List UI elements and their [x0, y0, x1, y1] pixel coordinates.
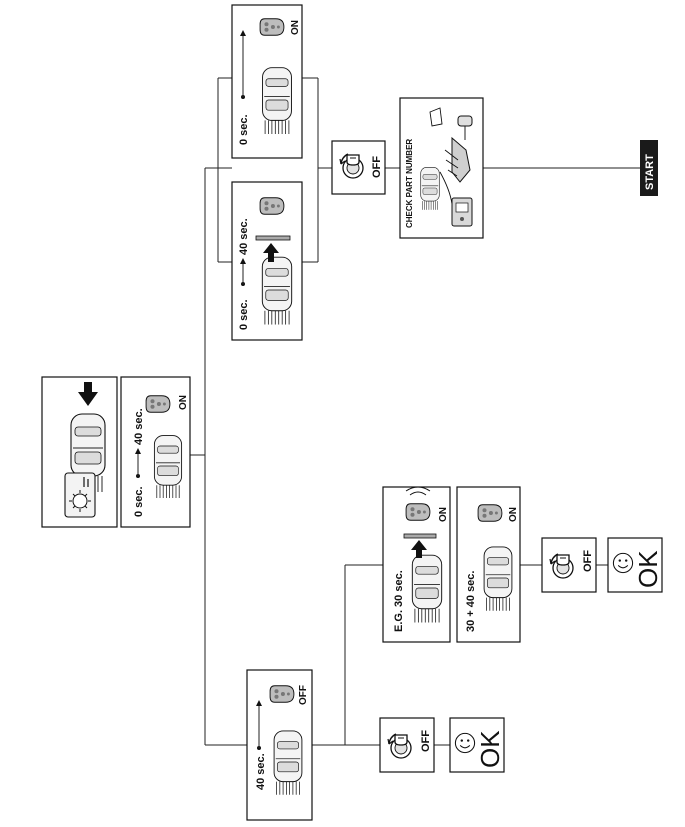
start-label: START	[644, 154, 656, 190]
start-drive-panel	[41, 376, 118, 528]
ok-label: OK	[633, 550, 663, 588]
off-label: OFF	[420, 730, 432, 752]
zero-sec-label: 0 sec.	[133, 486, 145, 517]
off-label: OFF	[582, 550, 594, 572]
direction-arrow-icon	[78, 382, 98, 406]
key-fob-icon	[405, 503, 431, 521]
on-label: ON	[438, 507, 449, 522]
top-on-panel: 0 sec. ON	[231, 4, 303, 159]
direction-arrow-icon	[263, 243, 279, 262]
hand-icon	[444, 136, 471, 183]
key-icon	[457, 115, 473, 140]
zero-sec-label: 0 sec.	[238, 299, 250, 330]
key-fob-icon	[269, 685, 295, 703]
ignition-off-panel-upper: OFF	[331, 140, 386, 195]
forty-sec-label: 40 sec.	[133, 408, 145, 445]
barrier-timer-panel: 0 sec. 40 sec.	[231, 181, 303, 341]
smiley-icon	[454, 732, 476, 754]
key-fob-icon	[259, 197, 285, 215]
ok-panel-middle: OK	[607, 537, 663, 593]
off-label: OFF	[371, 156, 383, 178]
zero-sec-label: 0 sec.	[238, 114, 250, 145]
barrier-icon	[403, 533, 437, 539]
extended-timer-panel: 30 + 40 sec. ON	[456, 486, 521, 643]
signal-waves-icon	[405, 486, 431, 496]
timeout-off-panel: 40 sec. OFF	[246, 669, 313, 821]
forty-sec-label: 40 sec.	[238, 218, 250, 255]
on-label: ON	[178, 395, 189, 410]
ignition-off-panel-bottom: OFF	[379, 717, 435, 773]
start-badge: START	[640, 140, 658, 196]
key-fob-icon	[145, 395, 171, 413]
off-label: OFF	[298, 685, 309, 705]
diagnostic-device-icon	[451, 197, 473, 227]
on-label: ON	[508, 507, 519, 522]
smiley-icon	[612, 552, 634, 574]
arm-timer-panel: 0 sec. 40 sec. ON	[120, 376, 191, 528]
key-fob-icon	[477, 504, 503, 522]
thirty-plus-forty-label: 30 + 40 sec.	[465, 571, 477, 632]
check-part-number-panel: CHECK PART NUMBER	[399, 97, 484, 239]
forty-sec-label: 40 sec.	[255, 753, 267, 790]
check-part-number-label: CHECK PART NUMBER	[405, 139, 414, 228]
ok-panel-bottom: OK	[449, 717, 505, 773]
connectors	[190, 77, 640, 746]
manual-icon	[429, 107, 443, 127]
direction-arrow-icon	[411, 540, 427, 558]
ok-label: OK	[475, 730, 505, 768]
barrier-icon	[255, 235, 291, 241]
eg-thirty-label: E.G. 30 sec.	[393, 570, 405, 632]
on-label: ON	[290, 20, 301, 35]
key-fob-icon	[259, 18, 285, 36]
key-card-icon	[64, 472, 96, 518]
ignition-off-panel-middle: OFF	[541, 537, 597, 593]
thirty-sec-panel: E.G. 30 sec. ON	[382, 486, 451, 643]
